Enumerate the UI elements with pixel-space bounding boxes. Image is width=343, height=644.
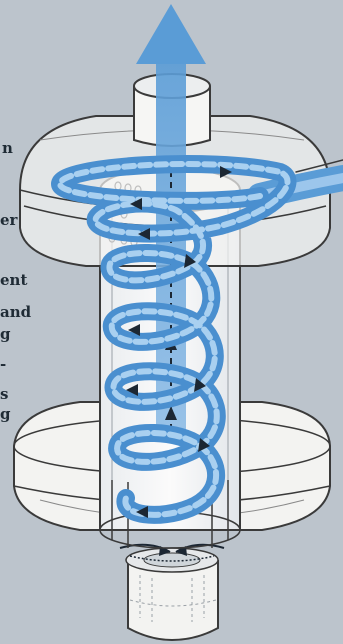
label-fragment: er bbox=[0, 212, 17, 228]
label-fragment: and bbox=[0, 304, 31, 320]
label-fragment: n bbox=[2, 140, 13, 156]
label-fragment: ent bbox=[0, 272, 27, 288]
label-fragment: g bbox=[0, 326, 11, 342]
label-fragment: s bbox=[0, 386, 8, 402]
label-fragment: g bbox=[0, 406, 11, 422]
bottom-outlet bbox=[126, 548, 218, 640]
label-fragment: - bbox=[0, 356, 6, 372]
